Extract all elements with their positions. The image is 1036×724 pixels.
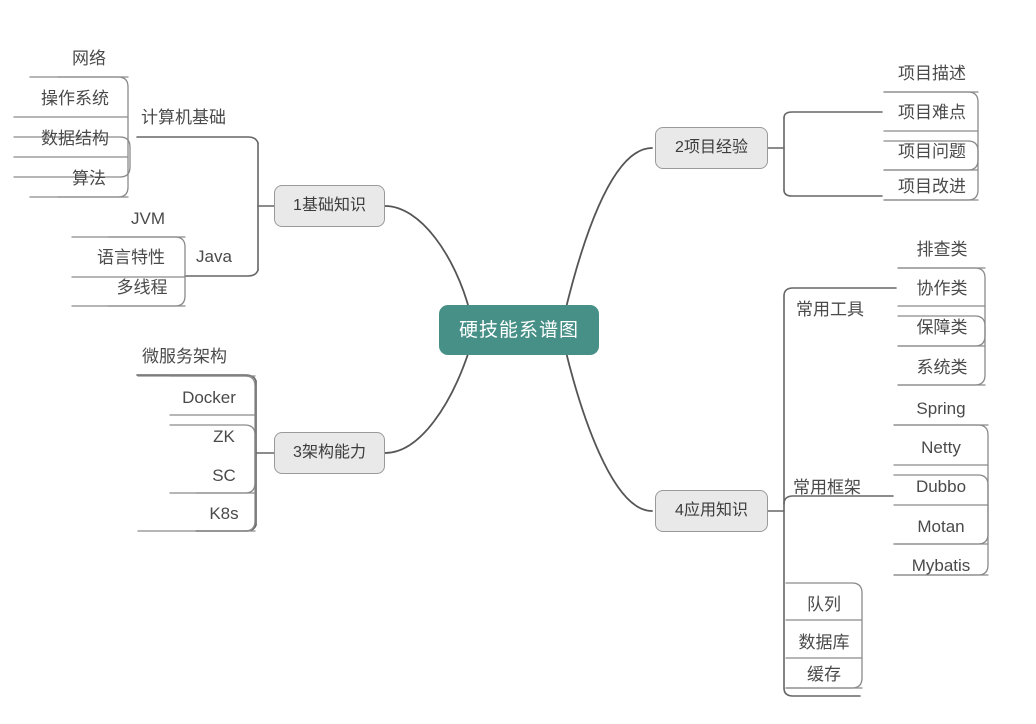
leaf-duilie-label: 队列 bbox=[807, 594, 841, 614]
leaf-yuyantexing-label: 语言特性 bbox=[97, 247, 165, 267]
leaf-baozhanglei[interactable]: 保障类 bbox=[898, 313, 986, 341]
link-root-basics bbox=[384, 205, 471, 313]
link-root-architecture bbox=[384, 347, 471, 454]
leaf-shujujiegou-label: 数据结构 bbox=[41, 128, 109, 148]
leaf-shujuku-label: 数据库 bbox=[798, 632, 850, 652]
link-proj-g1-top bbox=[783, 111, 883, 119]
leaf-motan[interactable]: Motan bbox=[894, 512, 988, 540]
branch-node-basics-label: 1基础知识 bbox=[293, 197, 366, 214]
link-root-application bbox=[564, 347, 653, 512]
group-label-common-frameworks-text: 常用框架 bbox=[793, 477, 861, 497]
group-label-java[interactable]: Java bbox=[196, 243, 276, 269]
leaf-huancun[interactable]: 缓存 bbox=[786, 660, 862, 688]
leaf-paichalei-label: 排查类 bbox=[916, 239, 968, 259]
leaf-suanfa-label: 算法 bbox=[72, 168, 106, 188]
leaf-huancun-label: 缓存 bbox=[807, 664, 841, 684]
leaf-xiangmugaijin-label: 项目改进 bbox=[898, 176, 966, 196]
branch-node-application-label: 4应用知识 bbox=[675, 502, 748, 519]
leaf-motan-label: Motan bbox=[917, 516, 965, 536]
leaf-mybatis[interactable]: Mybatis bbox=[894, 551, 988, 579]
leaf-duoxiancheng[interactable]: 多线程 bbox=[96, 273, 188, 301]
leaf-netty-label: Netty bbox=[921, 437, 961, 457]
root-node-label: 硬技能系谱图 bbox=[458, 319, 579, 341]
leaf-wangluo[interactable]: 网络 bbox=[44, 44, 134, 72]
group-label-common-tools-text: 常用工具 bbox=[796, 299, 864, 319]
group-label-computer-basics[interactable]: 计算机基础 bbox=[141, 104, 261, 130]
group-label-common-frameworks[interactable]: 常用框架 bbox=[793, 474, 893, 500]
link-app-g1 bbox=[783, 287, 897, 297]
leaf-sc-label: SC bbox=[212, 465, 236, 485]
link-arch-g1-top bbox=[136, 374, 257, 382]
leaf-wangluo-label: 网络 bbox=[72, 48, 106, 68]
branch-node-project[interactable]: 2项目经验 bbox=[655, 127, 768, 169]
leaf-duilie[interactable]: 队列 bbox=[786, 590, 862, 618]
root-node[interactable]: 硬技能系谱图 bbox=[439, 305, 599, 355]
leaf-xiangmuwenti[interactable]: 项目问题 bbox=[884, 137, 980, 165]
link-app-g3 bbox=[783, 687, 861, 697]
leaf-jvm-label: JVM bbox=[131, 208, 165, 228]
leaf-xiangmunandian-label: 项目难点 bbox=[898, 102, 966, 122]
leaf-sc[interactable]: SC bbox=[190, 461, 258, 489]
leaf-caozuoxitong[interactable]: 操作系统 bbox=[22, 84, 128, 112]
leaf-dubbo-label: Dubbo bbox=[915, 476, 967, 496]
branch-node-basics[interactable]: 1基础知识 bbox=[274, 185, 385, 227]
leaf-zk[interactable]: ZK bbox=[190, 422, 258, 450]
leaf-xiangmumiaoshu[interactable]: 项目描述 bbox=[884, 59, 980, 87]
link-basics-g1 bbox=[136, 136, 259, 144]
leaf-paichalei[interactable]: 排查类 bbox=[898, 235, 986, 263]
leaf-docker[interactable]: Docker bbox=[163, 383, 255, 411]
leaf-xitonglei-label: 系统类 bbox=[916, 357, 968, 377]
leaf-xitonglei[interactable]: 系统类 bbox=[898, 353, 986, 381]
link-basics-g2 bbox=[184, 269, 259, 277]
leaf-zk-label: ZK bbox=[213, 426, 235, 446]
leaf-k8s-label: K8s bbox=[209, 503, 239, 523]
group-label-java-text: Java bbox=[196, 246, 232, 266]
leaf-shujujiegou[interactable]: 数据结构 bbox=[22, 124, 128, 152]
branch-node-architecture[interactable]: 3架构能力 bbox=[274, 432, 385, 474]
leaf-dubbo[interactable]: Dubbo bbox=[894, 472, 988, 500]
leaf-jvm[interactable]: JVM bbox=[104, 204, 192, 232]
group-label-computer-basics-text: 计算机基础 bbox=[141, 107, 226, 127]
leaf-shujuku[interactable]: 数据库 bbox=[780, 628, 868, 656]
link-root-project bbox=[564, 147, 653, 313]
leaf-mybatis-label: Mybatis bbox=[911, 555, 971, 575]
branch-node-architecture-label: 3架构能力 bbox=[293, 444, 366, 461]
leaf-xiangmuwenti-label: 项目问题 bbox=[898, 141, 966, 161]
leaf-baozhanglei-label: 保障类 bbox=[916, 317, 968, 337]
group-label-microservice-text: 微服务架构 bbox=[142, 346, 227, 366]
leaf-netty[interactable]: Netty bbox=[894, 433, 988, 461]
leaf-k8s[interactable]: K8s bbox=[190, 499, 258, 527]
branch-node-project-label: 2项目经验 bbox=[675, 139, 748, 156]
leaf-xiezuolei[interactable]: 协作类 bbox=[898, 274, 986, 302]
leaf-spring-label: Spring bbox=[916, 398, 966, 418]
leaf-caozuoxitong-label: 操作系统 bbox=[41, 88, 109, 108]
leaf-xiangmunandian[interactable]: 项目难点 bbox=[884, 98, 980, 126]
leaf-xiezuolei-label: 协作类 bbox=[916, 278, 968, 298]
leaf-docker-label: Docker bbox=[182, 387, 236, 407]
group-label-common-tools[interactable]: 常用工具 bbox=[796, 296, 896, 322]
leaf-yuyantexing[interactable]: 语言特性 bbox=[76, 243, 186, 271]
leaf-xiangmugaijin[interactable]: 项目改进 bbox=[884, 172, 980, 200]
leaf-duoxiancheng-label: 多线程 bbox=[116, 277, 168, 297]
leaf-suanfa[interactable]: 算法 bbox=[44, 164, 134, 192]
leaf-xiangmumiaoshu-label: 项目描述 bbox=[898, 63, 966, 83]
group-label-microservice[interactable]: 微服务架构 bbox=[142, 343, 262, 369]
link-proj-g1-bot bbox=[783, 189, 883, 197]
branch-node-application[interactable]: 4应用知识 bbox=[655, 490, 768, 532]
leaf-spring[interactable]: Spring bbox=[894, 394, 988, 422]
